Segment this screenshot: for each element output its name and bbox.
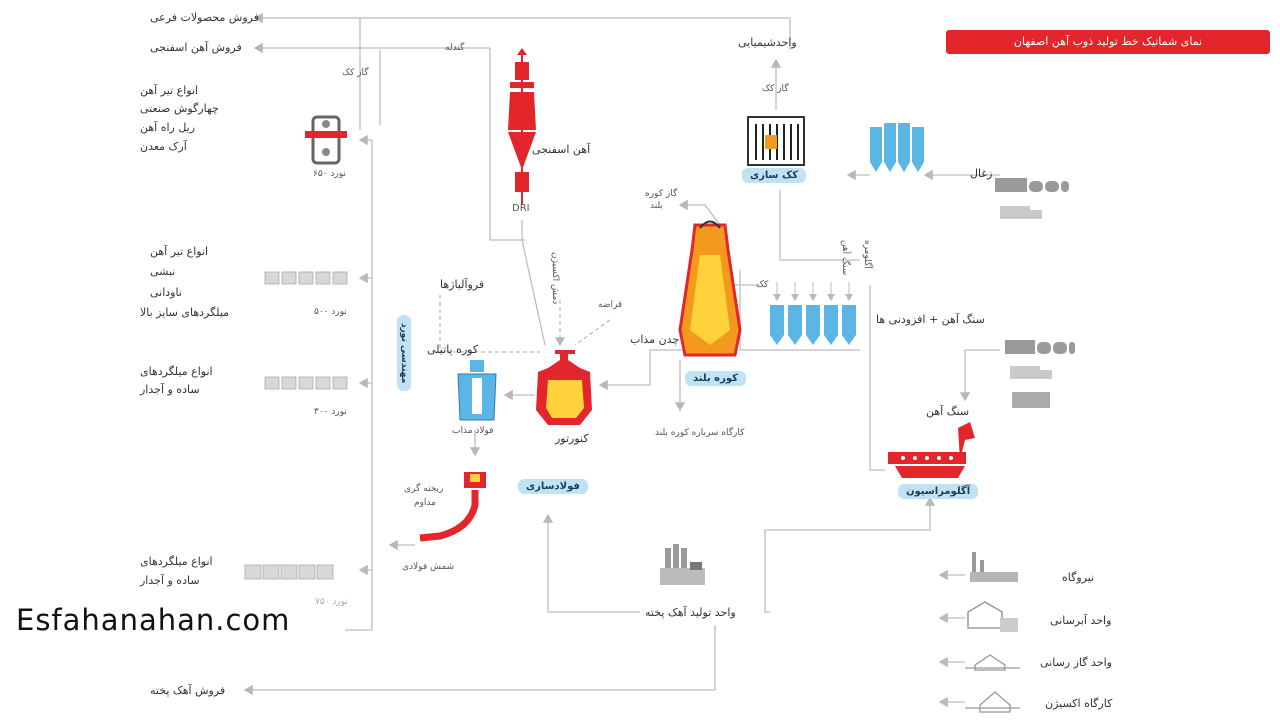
flow-line — [574, 319, 611, 346]
unit-steelmaking: فولادسازی — [518, 479, 588, 494]
products-750-2: ساده و آجدار — [140, 574, 200, 587]
label-coke-gas-right: گاز کک — [762, 84, 789, 94]
water-plant-icon — [967, 601, 1018, 632]
label-bf-slag-workshop: کارگاه سرباره کوره بلند — [655, 428, 745, 438]
products-500-1: انواع تیر آهن — [150, 245, 209, 258]
flow-line — [739, 270, 860, 351]
truck-icon — [1000, 206, 1052, 408]
label-scrap: قراضه — [598, 300, 623, 310]
products-650-2: چهارگوش صنعتی — [140, 102, 219, 115]
label-coke-gas-left: گاز کک — [342, 68, 369, 78]
flow-line — [869, 285, 885, 471]
label-casting-1: ریخته گری — [404, 484, 444, 494]
label-steel-billet: شمش فولادی — [402, 562, 455, 572]
label-chemical-unit: واحدشیمیایی — [738, 36, 797, 49]
label-molten-steel: فولاد مذاب — [452, 426, 494, 436]
label-sinter: آگلومره — [862, 240, 872, 269]
flow-line — [521, 239, 546, 346]
label-mill-650: نورد ۶۵۰ — [313, 169, 346, 179]
flow-line — [243, 625, 716, 696]
flow-line — [959, 349, 1000, 402]
converter-icon — [536, 350, 592, 425]
flow-line — [764, 496, 936, 613]
power-plant-icon — [970, 552, 1018, 582]
label-ore-additives: سنگ آهن + افزودنی ها — [876, 313, 985, 326]
label-sales-lime: فروش آهک پخته — [150, 684, 226, 697]
label-hot-metal: چدن مذاب — [630, 333, 680, 346]
label-iron-ore-left: سنگ آهن — [840, 240, 850, 276]
label-lime-unit: واحد تولید آهک پخته — [645, 606, 736, 619]
flow-line — [439, 295, 540, 353]
label-sales-sponge-iron: فروش آهن اسفنجی — [150, 41, 242, 54]
label-ferroalloys: فروآلیاژها — [440, 278, 485, 291]
flow-line — [542, 513, 640, 613]
label-sponge-iron: آهن اسفنجی — [532, 143, 591, 156]
page-title: نمای شماتیک خط تولید ذوب آهن اصفهان — [946, 30, 1270, 54]
continuous-casting-icon — [419, 472, 486, 542]
products-300-2: ساده و آجدار — [140, 383, 200, 396]
watermark: Esfahanahan.com — [16, 603, 291, 637]
flow-line — [779, 190, 860, 261]
sinter-machine-icon — [888, 422, 975, 478]
label-water-supply: واحد آبرسانی — [1050, 614, 1112, 627]
flow-line — [678, 199, 721, 226]
products-500-2: نبشی — [150, 265, 176, 278]
products-650-4: آرک معدن — [140, 140, 187, 153]
silo-icon — [770, 305, 856, 345]
rolling-stands-icon — [244, 271, 348, 580]
oxygen-plant-icon — [965, 691, 1020, 713]
products-650-1: انواع تیر آهن — [140, 84, 199, 97]
label-power-plant: نیروگاه — [1062, 571, 1095, 584]
label-coal: زغال — [970, 167, 993, 180]
unit-blast-furnace: کوره بلند — [685, 371, 746, 386]
label-iron-ore-right: سنگ آهن — [926, 405, 970, 418]
label-converter: کنورتور — [555, 432, 589, 445]
products-650-3: ریل راه آهن — [140, 121, 196, 134]
unit-rolling: مهندسی نورد — [397, 315, 411, 392]
label-mill-750: نورد ۷۵۰ — [315, 597, 348, 607]
lime-kiln-icon — [660, 544, 705, 585]
label-blast-gas-1: گاز کوره — [645, 189, 678, 199]
products-500-4: میلگردهای سایز بالا — [140, 306, 230, 319]
label-oxygen-plant: کارگاه اکسیژن — [1045, 697, 1113, 710]
flow-line — [489, 48, 525, 241]
silo-icon — [870, 123, 924, 172]
label-blast-gas-2: بلند — [650, 201, 663, 211]
label-mill-500: نورد ۵۰۰ — [314, 307, 347, 317]
unit-coke-making: کک سازی — [742, 168, 807, 183]
label-gas-supply: واحد گاز رسانی — [1040, 656, 1112, 669]
label-mill-300: نورد ۳۰۰ — [314, 407, 347, 417]
train-icon — [995, 178, 1075, 354]
label-pellet: گندله — [445, 43, 465, 53]
label-ladle-furnace: کوره پاتیلی — [427, 343, 479, 356]
flow-line — [598, 349, 690, 391]
ladle-icon — [457, 360, 497, 421]
blast-furnace-icon — [678, 220, 742, 357]
label-sales-byproducts: فروش محصولات فرعی — [150, 11, 259, 24]
label-oxygen-blow: دمش اکسیژن — [550, 252, 560, 305]
unit-sintering: آگلومراسیون — [898, 484, 979, 499]
label-dri: DRI — [512, 203, 530, 214]
coke-oven-icon — [747, 116, 805, 166]
products-750-1: انواع میلگردهای — [140, 555, 213, 568]
label-casting-2: مداوم — [414, 498, 436, 508]
products-300-1: انواع میلگردهای — [140, 365, 213, 378]
shaft-furnace-icon — [508, 48, 536, 205]
gas-plant-icon — [965, 654, 1020, 671]
rolling-mill-icon — [305, 115, 347, 165]
products-500-3: ناودانی — [150, 286, 182, 299]
label-coke: کک — [756, 280, 769, 290]
